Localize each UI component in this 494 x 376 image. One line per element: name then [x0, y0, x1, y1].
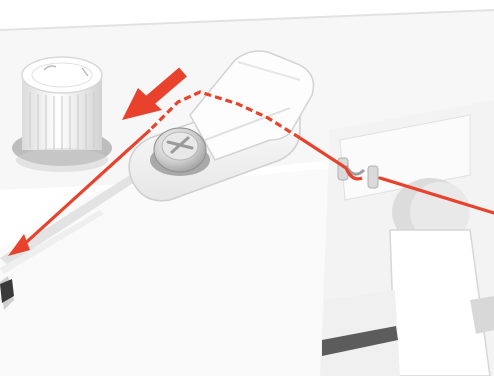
tension-knob — [12, 57, 112, 172]
right-housing — [320, 100, 494, 376]
